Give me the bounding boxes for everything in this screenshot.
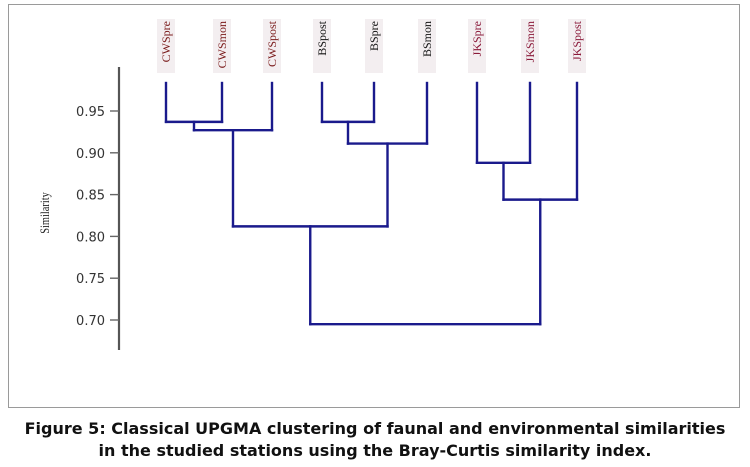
figure-caption: Figure 5: Classical UPGMA clustering of … — [0, 418, 750, 462]
leaf-label-3: BSpost — [315, 20, 329, 55]
caption-line-2: in the studied stations using the Bray-C… — [98, 441, 652, 460]
leaf-label-5: BSmon — [420, 21, 434, 57]
leaf-label-6: JKSpre — [470, 21, 484, 56]
caption-line-1: Figure 5: Classical UPGMA clustering of … — [24, 419, 726, 438]
y-tick-label-2: 0.85 — [76, 189, 105, 204]
leaf-label-4: BSpre — [367, 21, 381, 51]
y-axis-label: Similarity — [38, 192, 52, 234]
leaf-label-bg-1 — [213, 19, 231, 73]
leaf-label-2: CWSpost — [265, 20, 279, 67]
dendrogram-chart: 0.95 0.90 0.85 0.80 0.75 0.70 Similarity CWSpre… — [38, 19, 586, 350]
leaf-label-7: JKSmon — [523, 21, 537, 62]
leaf-label-1: CWSmon — [215, 21, 229, 68]
leaf-label-bg-8 — [568, 19, 586, 73]
leaf-label-bg-0 — [157, 19, 175, 73]
y-tick-label-5: 0.70 — [76, 314, 105, 329]
leaf-label-8: JKSpost — [570, 20, 584, 61]
leaf-label-bg-7 — [521, 19, 539, 73]
leaf-label-bg-2 — [263, 19, 281, 73]
leaf-label-bg-4 — [365, 19, 383, 73]
y-tick-label-1: 0.90 — [76, 147, 105, 162]
y-tick-label-0: 0.95 — [76, 105, 105, 120]
leaf-label-bg-5 — [418, 19, 436, 73]
figure-frame: 0.95 0.90 0.85 0.80 0.75 0.70 Similarity CWSpre… — [8, 4, 740, 408]
y-tick-label-3: 0.80 — [76, 230, 105, 245]
y-tick-label-4: 0.75 — [76, 272, 105, 287]
leaf-label-0: CWSpre — [159, 21, 173, 62]
leaf-label-bg-3 — [313, 19, 331, 73]
leaf-label-bg-6 — [468, 19, 486, 73]
